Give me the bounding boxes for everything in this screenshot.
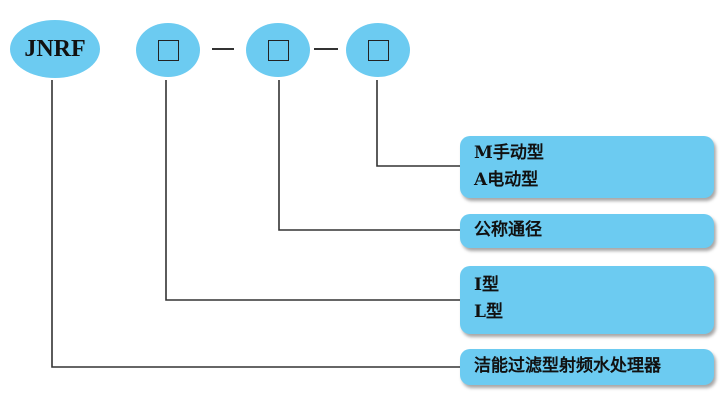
separator-dash-1 bbox=[212, 48, 234, 50]
legend-box-product: 洁能过滤型射频水处理器 bbox=[460, 349, 714, 385]
connector-prefix bbox=[51, 80, 462, 368]
separator-dash-2 bbox=[314, 48, 338, 50]
connector-slot-3 bbox=[376, 80, 462, 167]
legend-box-diameter: 公称通径 bbox=[460, 214, 714, 248]
connector-slot-1 bbox=[165, 80, 462, 301]
legend-line-type-l: L型 bbox=[474, 302, 503, 322]
slot-placeholder-1 bbox=[157, 39, 179, 61]
legend-line-product: 洁能过滤型射频水处理器 bbox=[474, 356, 661, 376]
slot-placeholder-3 bbox=[367, 39, 389, 61]
legend-line-manual: M手动型 bbox=[474, 143, 544, 163]
legend-line-type-i: I型 bbox=[474, 275, 499, 295]
slot-oval-2 bbox=[246, 23, 310, 77]
slot-oval-3 bbox=[346, 23, 410, 77]
prefix-oval: JNRF bbox=[10, 20, 100, 78]
slot-oval-1 bbox=[136, 23, 200, 77]
connector-slot-2 bbox=[278, 80, 462, 231]
legend-box-operation: M手动型 A电动型 bbox=[460, 136, 714, 198]
slot-placeholder-2 bbox=[267, 39, 289, 61]
legend-line-diameter: 公称通径 bbox=[474, 220, 542, 240]
legend-box-type: I型 L型 bbox=[460, 266, 714, 334]
prefix-text: JNRF bbox=[24, 35, 86, 62]
legend-line-electric: A电动型 bbox=[474, 170, 539, 190]
